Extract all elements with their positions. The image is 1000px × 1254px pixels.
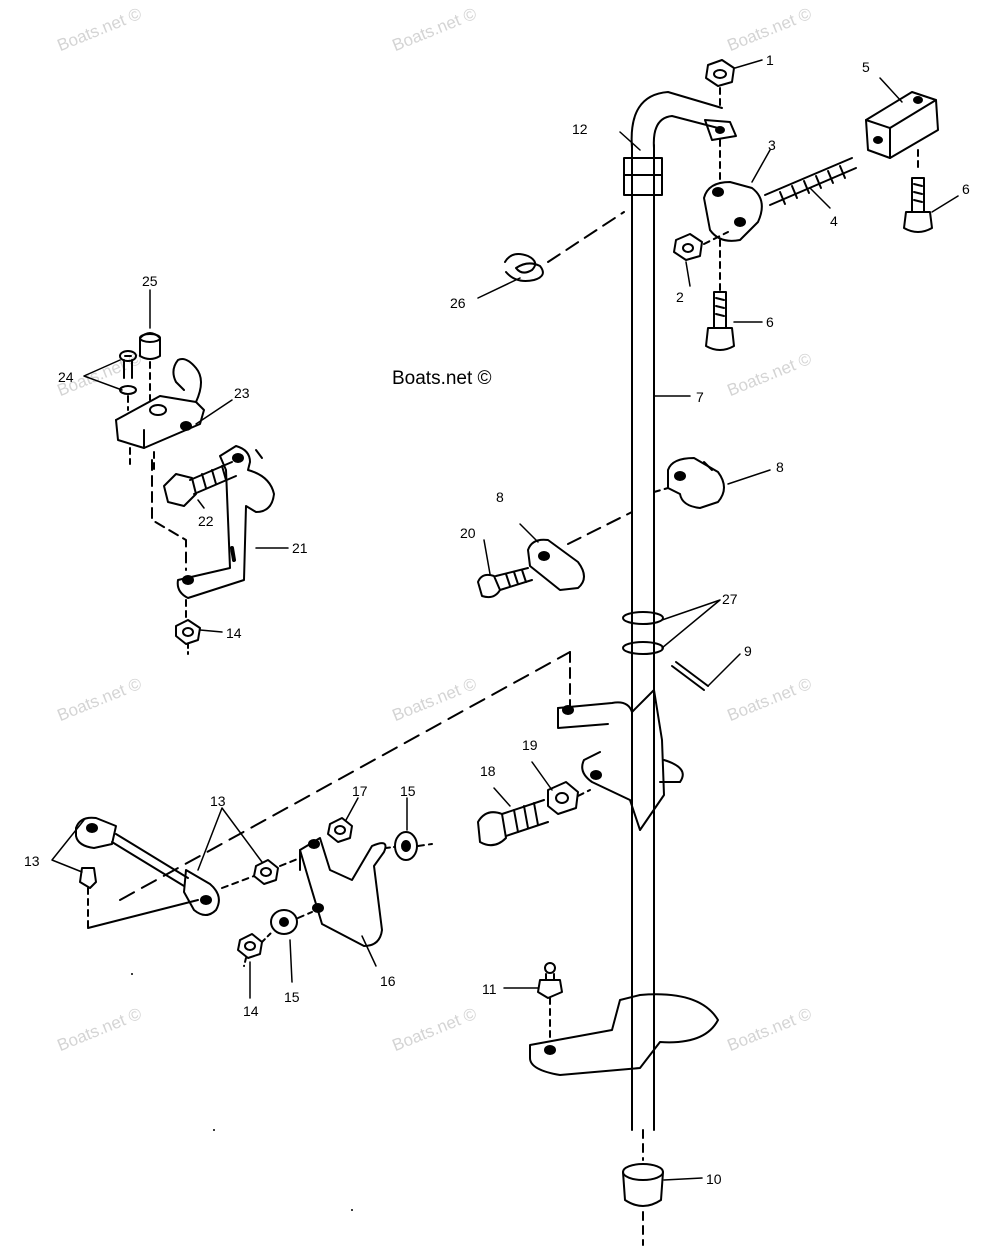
callout-15-right: 15 (400, 783, 416, 799)
callout-20: 20 (460, 525, 476, 541)
callout-27: 27 (722, 591, 738, 607)
callout-14-upper: 14 (226, 625, 242, 641)
callout-25: 25 (142, 273, 158, 289)
nut-14-upper (175, 619, 201, 655)
nut-14-lower (237, 931, 273, 967)
lever-16 (299, 837, 387, 947)
screw-24 (119, 350, 137, 411)
callout-labels: 1 2 3 4 5 6 6 7 8 8 9 10 11 12 13 13 14 … (24, 52, 970, 1187)
callout-5: 5 (862, 59, 870, 75)
callout-24: 24 (58, 369, 74, 385)
connector-3 (703, 139, 763, 291)
callout-13-left: 13 (24, 853, 40, 869)
block-5 (865, 91, 939, 173)
callout-11: 11 (482, 981, 497, 997)
callout-4: 4 (830, 213, 838, 229)
washer-15-right (385, 831, 433, 861)
lower-lever (529, 993, 719, 1076)
ball-stud-11 (537, 962, 563, 1041)
callout-3: 3 (768, 137, 776, 153)
washer-19 (547, 781, 591, 815)
stud-6-left (705, 291, 735, 351)
callout-21: 21 (292, 540, 308, 556)
callout-16: 16 (380, 973, 396, 989)
callout-19: 19 (522, 737, 538, 753)
watermark-main: Boats.net © (392, 368, 492, 389)
cap-25 (139, 332, 161, 401)
washer-15-left (270, 909, 313, 935)
scan-specks (131, 973, 353, 1211)
nut-13-mid (221, 857, 301, 889)
screw-20 (477, 567, 533, 599)
callout-22: 22 (198, 513, 214, 529)
callout-2: 2 (676, 289, 684, 305)
callout-26: 26 (450, 295, 466, 311)
callout-9: 9 (744, 643, 752, 659)
callout-7: 7 (696, 389, 704, 405)
main-shaft (622, 91, 737, 1131)
callout-23: 23 (234, 385, 250, 401)
callout-14-lower: 14 (243, 1003, 259, 1019)
callout-8-right: 8 (776, 459, 784, 475)
nut-2 (673, 231, 729, 261)
long-dash-line (119, 651, 571, 901)
clamp-8-right (653, 457, 725, 509)
callout-12: 12 (572, 121, 588, 137)
leader-lines (51, 59, 959, 1181)
upper-lever (557, 689, 684, 831)
callout-18: 18 (480, 763, 496, 779)
callout-6-left: 6 (766, 314, 774, 330)
bracket-21 (151, 445, 275, 621)
callout-8-left: 8 (496, 489, 504, 505)
callout-13-top: 13 (210, 793, 226, 809)
rod-end-13 (75, 816, 220, 929)
callout-17: 17 (352, 783, 368, 799)
bottom-bushing (622, 1129, 664, 1246)
stud-6-right (903, 177, 933, 233)
callout-1: 1 (766, 52, 774, 68)
clamp-8-left (527, 511, 633, 591)
callout-10: 10 (706, 1171, 722, 1187)
nut-1 (705, 59, 735, 111)
bracket-23 (115, 358, 205, 471)
pin-9 (671, 661, 709, 691)
callout-15-left: 15 (284, 989, 300, 1005)
clip-26 (504, 211, 625, 282)
nut-17 (327, 817, 353, 843)
callout-6-right: 6 (962, 181, 970, 197)
screw-18 (477, 799, 549, 847)
threaded-rod-4 (764, 157, 857, 206)
